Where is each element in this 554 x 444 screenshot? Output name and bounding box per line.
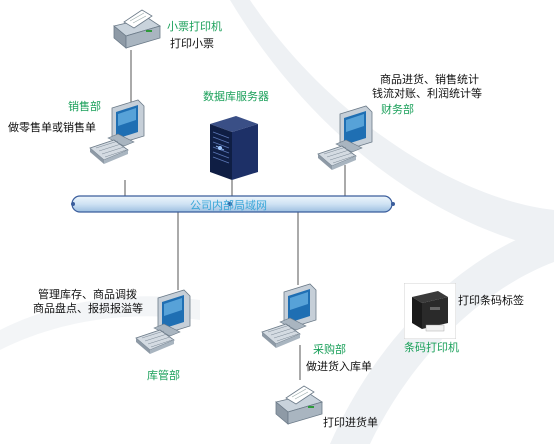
bus-end-cap — [71, 202, 75, 206]
sales-desc: 做零售单或销售单 — [8, 121, 96, 134]
database-server-icon — [210, 116, 258, 180]
finance-title: 财务部 — [381, 103, 414, 116]
receipt-printer-title: 小票打印机 — [167, 20, 222, 33]
barcode-printer-icon — [404, 283, 456, 339]
warehouse-desc-line1: 管理库存、商品调拨 — [38, 288, 137, 301]
barcode-printer-title: 条码打印机 — [404, 341, 459, 354]
background-swoosh — [230, 0, 554, 250]
finance-desc-line2: 钱流对账、利润统计等 — [372, 87, 482, 100]
receipt-printer-desc: 打印小票 — [170, 37, 214, 50]
finance-desc-line1: 商品进货、销售统计 — [380, 73, 479, 86]
purchase-printer-desc: 打印进货单 — [323, 416, 378, 429]
warehouse-computer-icon — [135, 289, 191, 354]
purchase-printer-icon — [275, 385, 323, 425]
lan-bus-label: 公司内部局域网 — [190, 199, 267, 212]
purchasing-desc: 做进货入库单 — [306, 360, 372, 373]
sales-title: 销售部 — [68, 100, 101, 113]
warehouse-desc-line2: 商品盘点、报损报溢等 — [33, 302, 143, 315]
purchasing-computer-icon — [261, 283, 317, 348]
barcode-printer-desc: 打印条码标签 — [458, 294, 524, 307]
finance-computer-icon — [317, 105, 373, 170]
background-swoosh — [0, 296, 200, 350]
warehouse-title: 库管部 — [147, 369, 180, 382]
purchasing-title: 采购部 — [313, 343, 346, 356]
bus-end-cap — [391, 202, 395, 206]
receipt-printer-icon — [113, 9, 161, 49]
sales-computer-icon — [89, 99, 145, 164]
db-server-title: 数据库服务器 — [203, 90, 269, 103]
bus-junction — [227, 201, 233, 207]
